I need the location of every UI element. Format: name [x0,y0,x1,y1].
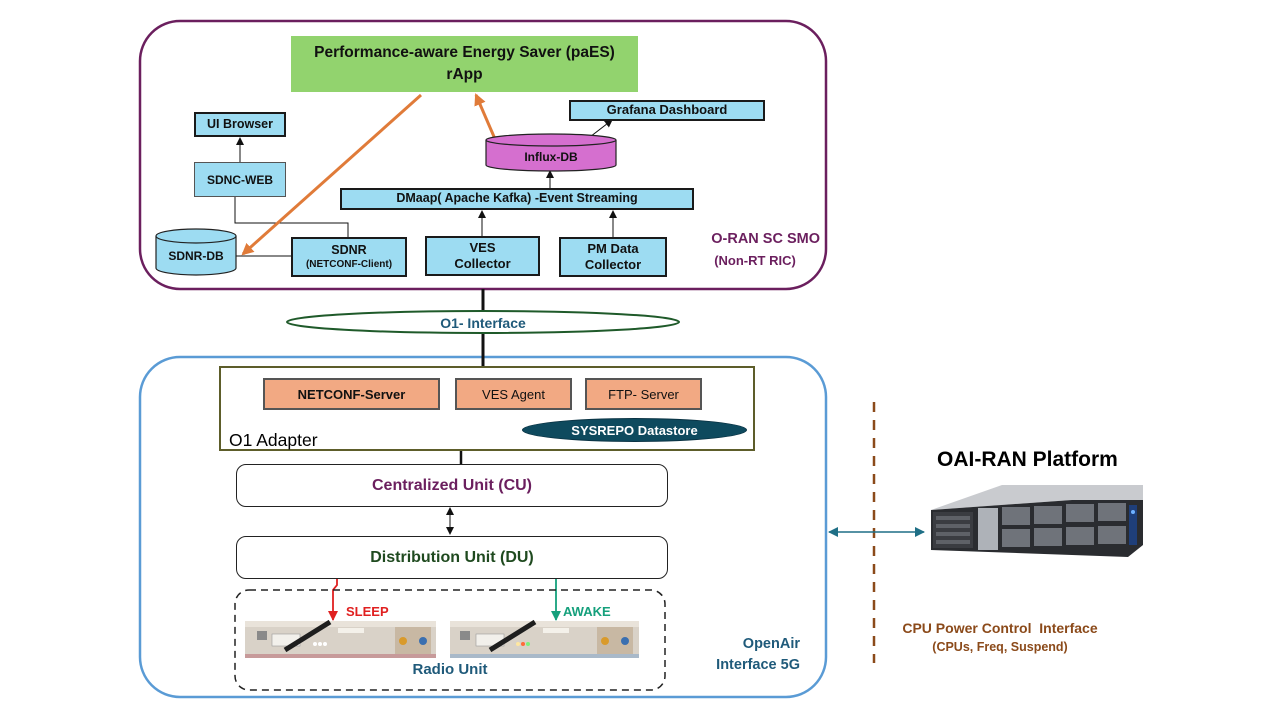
sdnc-web-label: SDNC-WEB [207,172,273,187]
openair-line2: Interface 5G [716,657,800,674]
sdnr-title: SDNR [331,242,367,257]
sleep-label: SLEEP [346,604,389,619]
o1-interface-label: O1- Interface [380,313,586,333]
cpu-power-control-label: CPU Power Control Interface (CPUs, Freq,… [880,620,1120,654]
awake-label: AWAKE [563,604,611,619]
ftp-server-box: FTP- Server [585,378,702,410]
influx-to-paes-arrow [474,93,497,140]
paes-line2: rApp [446,66,483,83]
dmaap-box: DMaap( Apache Kafka) -Event Streaming [340,188,694,210]
radio-device-awake [450,619,639,658]
openair-line1: OpenAir [742,636,800,652]
sysrepo-label: SYSREPO Datastore [571,422,698,438]
distribution-unit-box: Distribution Unit (DU) [236,536,668,579]
o1-interface-text: O1- Interface [440,315,526,331]
pm-data-collector-box: PM Data Collector [559,237,667,277]
platform-title: OAI-RAN Platform [937,448,1118,471]
sdnr-db-label: SDNR-DB [168,249,224,263]
cu-label: Centralized Unit (CU) [372,476,532,494]
du-sleep-arrow [328,579,338,621]
cpu-subtitle: (CPUs, Freq, Suspend) [932,640,1068,654]
grafana-label: Grafana Dashboard [606,102,728,118]
smo-label-line1: O-RAN SC SMO [711,231,820,247]
radio-device-sleep [245,619,436,658]
pm-collector-line2: Collector [584,257,642,272]
paes-line1: Performance-aware Energy Saver (paES) [314,44,615,62]
centralized-unit-box: Centralized Unit (CU) [236,464,668,507]
sdnr-box: SDNR (NETCONF-Client) [291,237,407,277]
netconf-server-box: NETCONF-Server [263,378,440,410]
sdnr-db-cylinder [155,228,237,276]
rack-server [931,485,1143,557]
ves-collector-line2: Collector [454,256,511,271]
smo-label-line2: (Non-RT RIC) [714,253,796,268]
smo-label: O-RAN SC SMO (Non-RT RIC) [660,231,820,268]
o1-interface-ellipse [286,310,680,334]
paes-rapp-box: Performance-aware Energy Saver (paES) rA… [291,36,638,92]
cpu-title: CPU Power Control Interface [902,620,1098,636]
sdnc-web-box: SDNC-WEB [194,162,286,197]
influx-db-text: Influx-DB [485,146,617,168]
paes-to-sdnrdb-arrow [241,93,422,256]
radio-unit-label: Radio Unit [380,659,520,679]
sdncweb-to-sdnr-link [234,197,349,237]
ftp-server-label: FTP- Server [608,386,679,402]
dmaap-label: DMaap( Apache Kafka) -Event Streaming [396,191,638,206]
pm-collector-line1: PM Data [587,240,639,256]
influx-db-label: Influx-DB [524,150,578,164]
ves-agent-label: VES Agent [482,386,545,402]
ves-collector-box: VES Collector [425,236,540,276]
sdnr-subtitle: (NETCONF-Client) [305,258,393,270]
openair-label: OpenAir Interface 5G [690,634,800,676]
ui-browser-label: UI Browser [207,116,273,131]
o1-adapter-label: O1 Adapter [229,430,318,450]
grafana-dashboard-box: Grafana Dashboard [569,100,765,121]
du-label: Distribution Unit (DU) [370,548,534,566]
netconf-server-label: NETCONF-Server [297,386,406,402]
influx-db-cylinder [485,133,617,172]
ves-agent-box: VES Agent [455,378,572,410]
sysrepo-datastore: SYSREPO Datastore [522,418,747,442]
ui-browser-box: UI Browser [194,112,286,137]
radio-unit-text: Radio Unit [412,660,488,678]
sdnr-db-text: SDNR-DB [155,245,237,267]
ves-collector-line1: VES [469,239,496,255]
radio-unit-container [234,589,666,691]
